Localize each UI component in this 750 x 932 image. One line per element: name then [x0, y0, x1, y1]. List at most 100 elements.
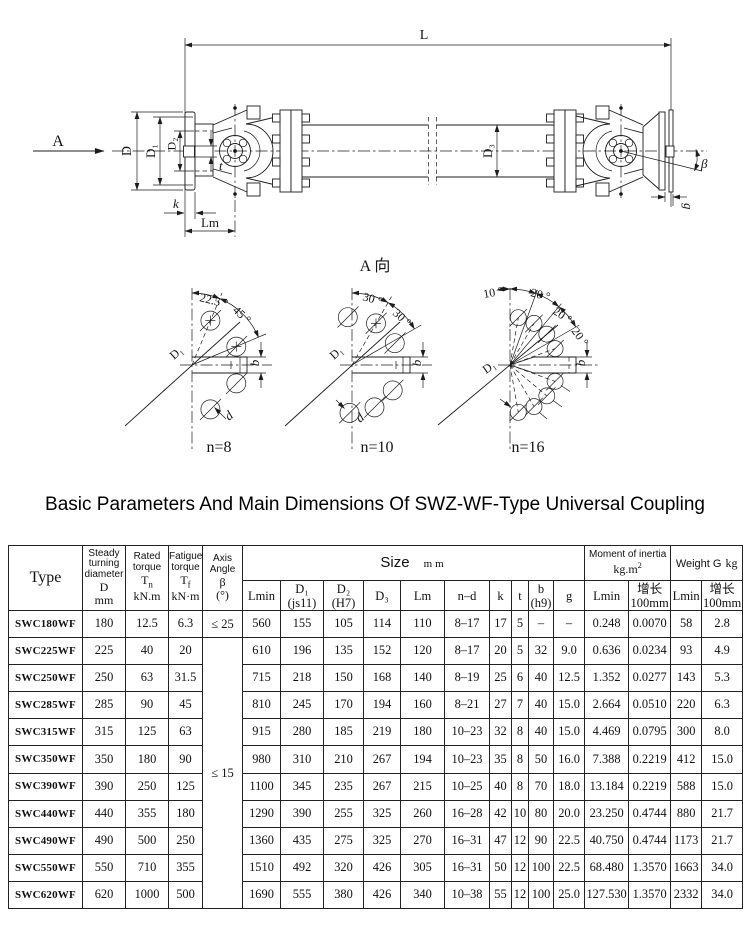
table-cell: 285 [82, 691, 126, 720]
table-cell: 143 [670, 664, 703, 693]
table-cell: ≤ 15 [202, 637, 243, 910]
table-cell: 32 [528, 637, 554, 666]
table-cell: 21.7 [701, 799, 744, 828]
table-cell: 325 [363, 799, 401, 828]
table-cell: 235 [323, 772, 364, 801]
table-cell: 180 [82, 609, 126, 639]
table-cell: 345 [280, 772, 324, 801]
table-cell: 25.0 [552, 880, 586, 910]
n16-angle4-label: 20 ° [569, 325, 592, 349]
table-cell: 380 [323, 880, 364, 910]
dim-beta-label: β [700, 156, 708, 171]
col-diameter-unit: mm [94, 593, 114, 608]
table-cell: 210 [323, 745, 364, 774]
n8-label: n=8 [206, 439, 231, 456]
table-cell: 1510 [242, 853, 281, 882]
table-cell: 42 [489, 799, 512, 828]
table-cell: 50 [489, 853, 512, 882]
table-cell: 300 [670, 718, 703, 747]
table-cell: 20.0 [552, 799, 586, 828]
size-group-unit: mm [423, 558, 447, 571]
dim-D3-label: D₃ [480, 144, 495, 158]
table-cell: 125 [168, 772, 203, 801]
table-cell: 12 [511, 826, 529, 855]
table-cell: 500 [168, 880, 203, 910]
table-cell: 23.250 [584, 799, 630, 828]
table-cell: 0.0795 [628, 718, 672, 747]
table-cell: 8–17 [444, 609, 490, 639]
col-beta-line1: Axis [213, 553, 232, 565]
table-cell: 1100 [242, 772, 281, 801]
table-cell: 34.0 [701, 853, 744, 882]
table-cell: 63 [125, 664, 169, 693]
col-tn-line2: torque [132, 562, 162, 574]
table-cell: 25 [489, 664, 512, 693]
table-cell: 155 [280, 609, 324, 639]
page-title: Basic Parameters And Main Dimensions Of … [45, 494, 705, 515]
table-cell: 120 [400, 637, 445, 666]
table-cell: 1000 [125, 880, 169, 910]
table-cell: 170 [323, 691, 364, 720]
table-cell: 114 [363, 609, 401, 639]
table-cell: 560 [242, 609, 281, 639]
table-cell: 7 [511, 691, 529, 720]
col-tf-line1: Fatigue [169, 551, 203, 563]
col-tf-unit: kN·m [171, 589, 200, 604]
table-cell: 12.5 [125, 609, 169, 639]
table-cell: 0.4744 [628, 826, 672, 855]
col-tf-symbol: Tf [180, 573, 191, 590]
table-cell: 10–38 [444, 880, 490, 910]
col-tn-symbol: Tn [141, 573, 153, 590]
n16-angle2-label: 20 ° [529, 285, 552, 303]
table-cell: 31.5 [168, 664, 203, 693]
table-cell: 435 [280, 826, 324, 855]
weight-group-unit: kg [725, 556, 738, 571]
table-cell: 8 [511, 718, 529, 747]
table-cell: 6.3 [168, 609, 203, 639]
table-cell: 325 [363, 826, 401, 855]
col-diameter-line3: diameter [84, 569, 124, 581]
table-cell: SWC315WF [8, 718, 83, 747]
table-cell: 152 [363, 637, 401, 666]
table-cell: 13.184 [584, 772, 630, 801]
table-cell: 440 [82, 799, 126, 828]
table-cell: 1663 [670, 853, 703, 882]
view-arrow-label: A [52, 133, 64, 150]
table-cell: 9.0 [552, 637, 586, 666]
table-cell: 0.0277 [628, 664, 672, 693]
table-cell: 426 [363, 853, 401, 882]
table-cell: 150 [323, 664, 364, 693]
n16-angle1-label: 10 ° [482, 284, 504, 301]
dim-t-label: t [219, 158, 223, 173]
subcol-d3: D₃ [363, 580, 401, 611]
table-cell: 555 [280, 880, 324, 910]
col-tf-line2: torque [171, 562, 200, 574]
table-cell: 100 [528, 853, 554, 882]
table-cell: 8–17 [444, 637, 490, 666]
table-cell: 6 [511, 664, 529, 693]
table-cell: 135 [323, 637, 364, 666]
table-cell: 0.4744 [628, 799, 672, 828]
col-header-rated-torque: Rated torque Tn kN.m [125, 545, 169, 611]
table-cell: 588 [670, 772, 703, 801]
col-beta-line2: Angle [209, 563, 236, 575]
table-cell: 8–19 [444, 664, 490, 693]
table-cell: 100 [528, 880, 554, 910]
table-cell: 160 [400, 691, 445, 720]
subcol-k: k [489, 580, 512, 611]
table-cell: 12 [511, 880, 529, 910]
table-cell: 93 [670, 637, 703, 666]
table-cell: 4.9 [701, 637, 744, 666]
table-cell: SWC620WF [8, 880, 83, 910]
table-cell: 255 [323, 799, 364, 828]
table-cell: 250 [125, 772, 169, 801]
table-cell: 10 [511, 799, 529, 828]
dim-k-label: k [173, 196, 179, 211]
dim-D-label: D [120, 146, 135, 156]
table-cell: 245 [280, 691, 324, 720]
table-cell: 16.0 [552, 745, 586, 774]
table-cell: 40 [528, 691, 554, 720]
